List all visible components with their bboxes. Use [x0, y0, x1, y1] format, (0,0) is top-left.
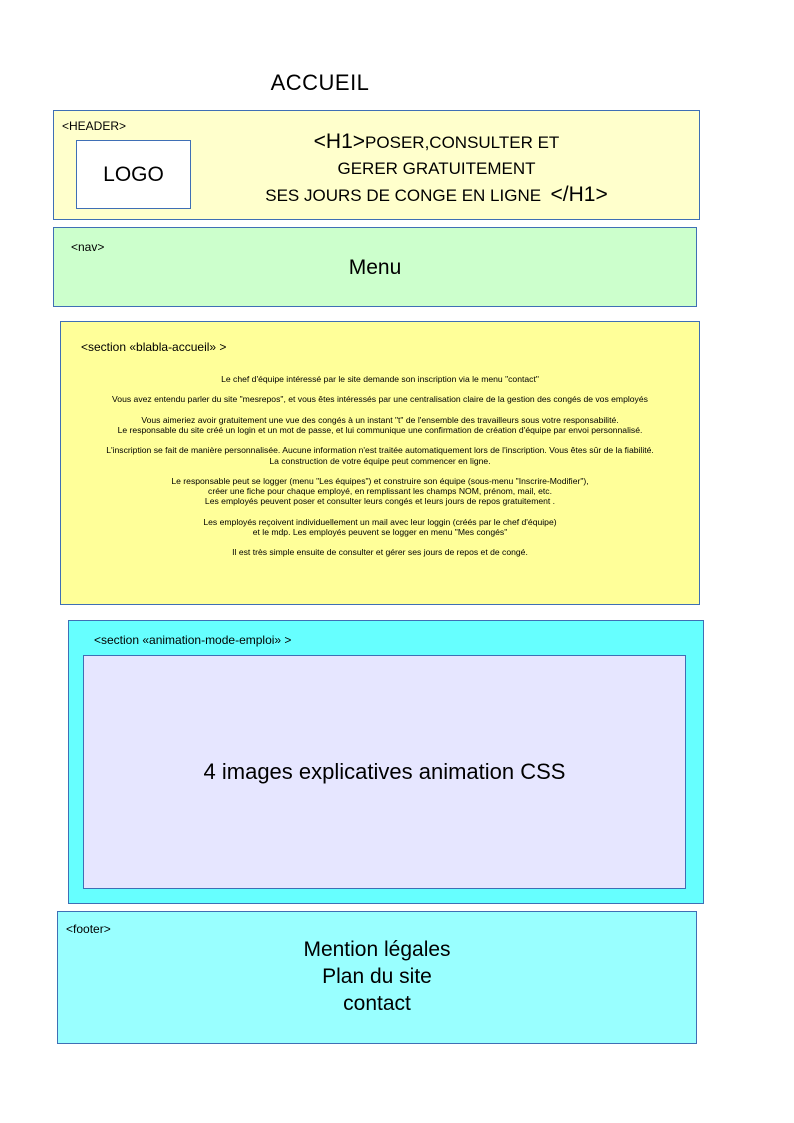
h1-close-tag: </H1> — [550, 183, 608, 206]
blabla-paragraph: Vous avez entendu parler du site "mesrep… — [61, 394, 699, 404]
blabla-paragraph: Le chef d'équipe intéressé par le site d… — [61, 374, 699, 384]
footer-block: <footer> Mention légales Plan du site co… — [57, 911, 697, 1044]
blabla-line: Le responsable peut se logger (menu "Les… — [171, 475, 589, 486]
footer-link-mentions[interactable]: Mention légales — [303, 938, 451, 961]
logo: LOGO — [76, 140, 191, 209]
blabla-line: et le mdp. Les employés peuvent se logge… — [252, 526, 508, 537]
blabla-accueil-section: <section «blabla-accueil» > Le chef d'éq… — [60, 321, 700, 605]
blabla-line: Le responsable du site créé un login et … — [117, 424, 643, 435]
blabla-line: La construction de votre équipe peut com… — [269, 455, 491, 466]
blabla-line: Les employés reçoivent individuellement … — [203, 516, 557, 527]
h1-line-2: GERER GRATUITEMENT — [337, 159, 536, 178]
blabla-line: Vous avez entendu parler du site "mesrep… — [112, 394, 648, 405]
footer-tag: <footer> — [66, 922, 111, 936]
h1-open-tag: <H1> — [313, 130, 366, 153]
blabla-paragraph: Il est très simple ensuite de consulter … — [61, 547, 699, 557]
blabla-paragraph: Le responsable peut se logger (menu "Les… — [61, 476, 699, 507]
blabla-line: Le chef d'équipe intéressé par le site d… — [221, 374, 539, 384]
h1-line-1: POSER,CONSULTER ET — [365, 133, 560, 152]
blabla-line: Vous aimeriez avoir gratuitement une vue… — [141, 414, 619, 425]
h1-title: <H1>POSER,CONSULTER ET GERER GRATUITEMEN… — [174, 129, 699, 209]
animation-section-tag: <section «animation-mode-emploi» > — [94, 633, 292, 647]
header-block: <HEADER> <H1>POSER,CONSULTER ET GERER GR… — [53, 110, 700, 220]
blabla-paragraph: L'inscription se fait de manière personn… — [61, 445, 699, 465]
footer-link-plan[interactable]: Plan du site — [322, 965, 432, 988]
blabla-paragraph: Les employés reçoivent individuellement … — [61, 517, 699, 537]
footer-link-contact[interactable]: contact — [343, 992, 411, 1015]
h1-line-3: SES JOURS DE CONGE EN LIGNE — [265, 186, 542, 205]
footer-links: Mention légales Plan du site contact — [58, 936, 696, 1017]
blabla-line: créer une fiche pour chaque employé, en … — [208, 486, 552, 497]
nav-block: <nav> Menu — [53, 227, 697, 307]
header-tag: <HEADER> — [62, 119, 127, 133]
blabla-paragraph: Vous aimeriez avoir gratuitement une vue… — [61, 415, 699, 435]
nav-menu-label[interactable]: Menu — [348, 256, 402, 279]
blabla-section-tag: <section «blabla-accueil» > — [81, 340, 227, 354]
animation-mode-emploi-section: <section «animation-mode-emploi» > 4 ima… — [68, 620, 704, 904]
blabla-text: Le chef d'équipe intéressé par le site d… — [61, 374, 699, 568]
blabla-line: Il est très simple ensuite de consulter … — [232, 547, 528, 558]
animation-placeholder: 4 images explicatives animation CSS — [83, 655, 686, 889]
blabla-line: Les employés peuvent poser et consulter … — [204, 496, 556, 507]
nav-tag: <nav> — [71, 240, 105, 254]
page-title: ACCUEIL — [270, 70, 370, 95]
blabla-line: L'inscription se fait de manière personn… — [106, 445, 654, 456]
